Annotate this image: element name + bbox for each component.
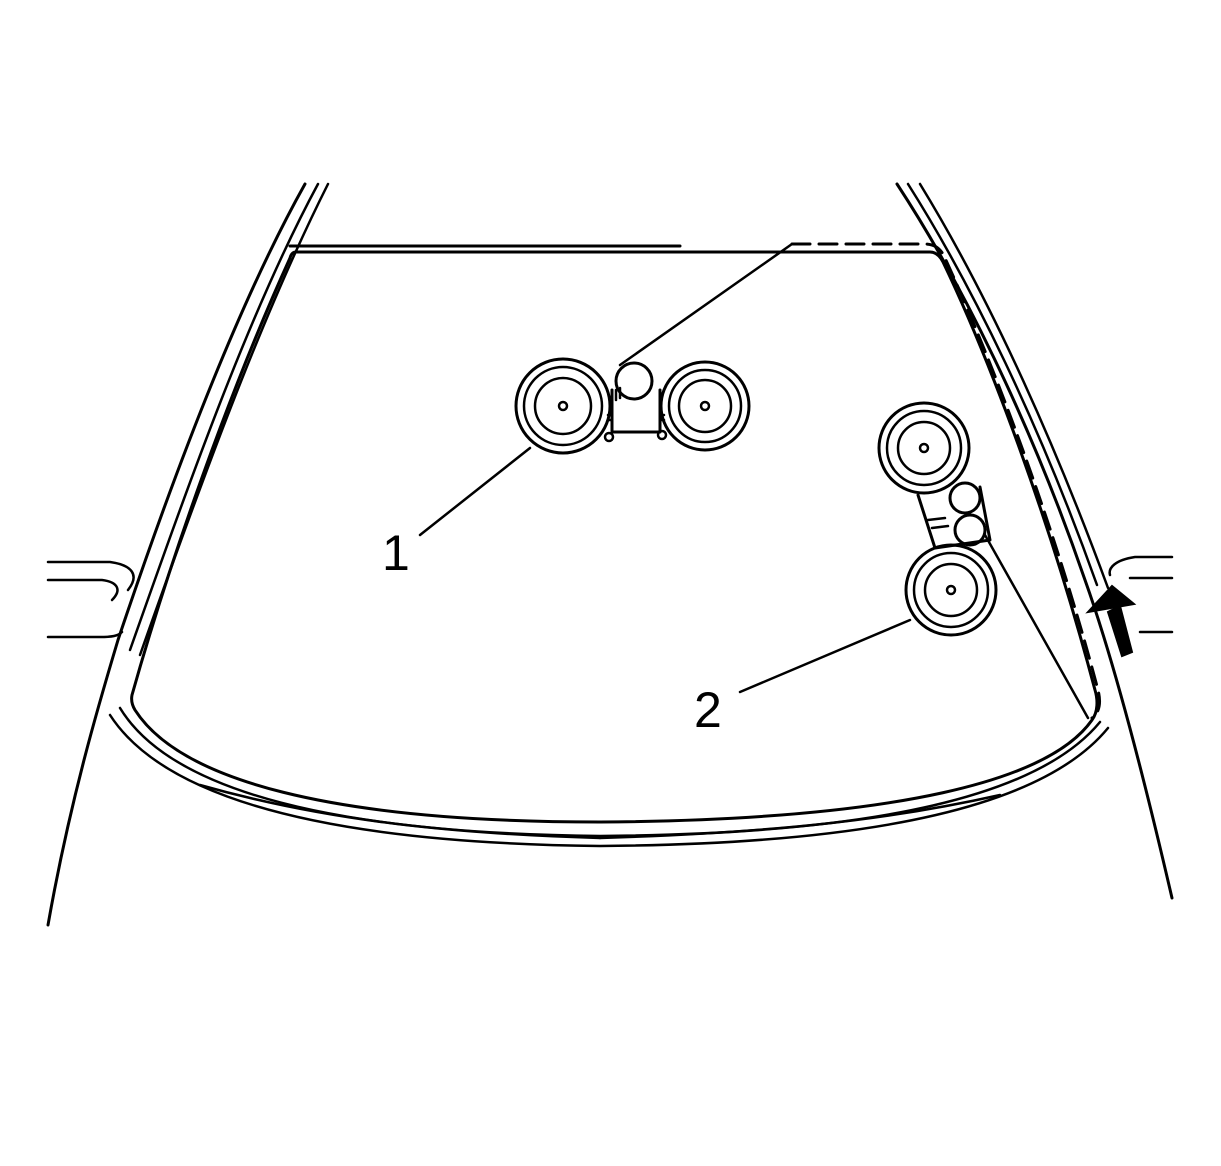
- cup1-handle-line: [618, 242, 794, 367]
- callout-2-leader: [738, 618, 912, 694]
- callout-1-leader: [418, 446, 532, 537]
- right-a-pillar: [895, 182, 1174, 900]
- right-mirror: [1108, 555, 1174, 634]
- sealer-dashed-path: [790, 242, 1102, 720]
- suction-cup-tool-1: [514, 357, 751, 455]
- callout-2-label: 2: [694, 682, 722, 738]
- cup2-handle-line: [983, 533, 1090, 720]
- windshield-glass: [108, 244, 1110, 848]
- suction-cup-tool-2: [877, 401, 998, 637]
- callout-1-label: 1: [382, 525, 410, 581]
- left-mirror: [46, 560, 135, 639]
- up-arrow-icon: [1085, 584, 1137, 658]
